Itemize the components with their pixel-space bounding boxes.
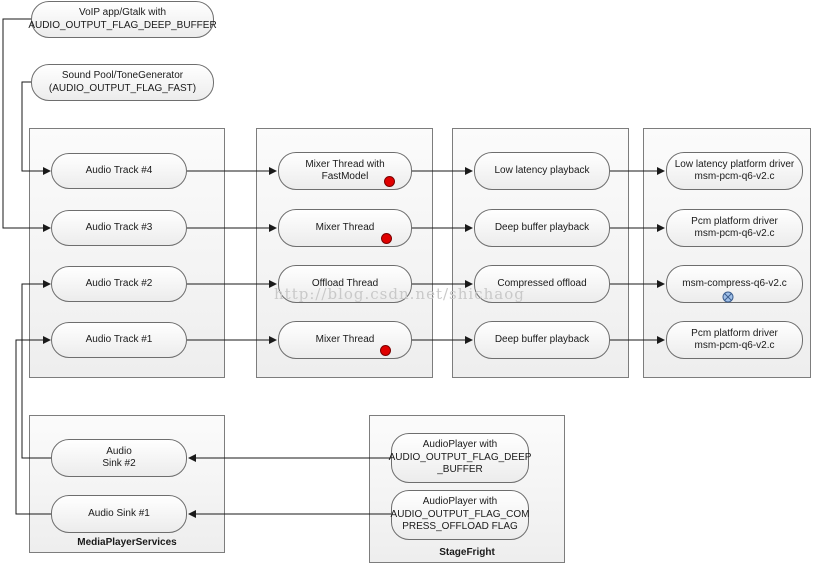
offload-thread-label: Offload Thread	[311, 277, 379, 289]
audio-track-4-label: Audio Track #4	[85, 164, 153, 176]
mixer-thread-b-label: Mixer Thread	[315, 333, 375, 345]
pcm-platform-driver-a: Pcm platform driver msm-pcm-q6-v2.c	[666, 209, 803, 247]
audioplayer-deep-buffer-label: AudioPlayer with AUDIO_OUTPUT_FLAG_DEEP …	[388, 439, 532, 476]
mixer-thread-a-label: Mixer Thread	[315, 221, 375, 233]
deep-buffer-playback-b: Deep buffer playback	[474, 321, 610, 359]
watermark: http://blog.csdn.net/shichaog	[274, 285, 525, 303]
audio-sink-2: Audio Sink #2	[51, 439, 187, 477]
audio-sink-1-label: Audio Sink #1	[88, 507, 150, 519]
audio-track-1-label: Audio Track #1	[85, 333, 153, 345]
audio-track-2: Audio Track #2	[51, 266, 187, 302]
audioplayer-compress-offload: AudioPlayer with AUDIO_OUTPUT_FLAG_COM P…	[391, 490, 529, 540]
mixer-thread-b: Mixer Thread	[278, 321, 412, 359]
voip-gtalk-source-label: VoIP app/Gtalk with AUDIO_OUTPUT_FLAG_DE…	[28, 7, 217, 31]
sink2-to-track2-line	[21, 280, 51, 459]
audio-sink-1: Audio Sink #1	[51, 495, 187, 533]
audio-track-3-label: Audio Track #3	[85, 221, 153, 233]
soundpool-source-label: Sound Pool/ToneGenerator (AUDIO_OUTPUT_F…	[48, 70, 197, 94]
audio-track-2-label: Audio Track #2	[85, 277, 153, 289]
deep-buffer-playback-a-label: Deep buffer playback	[494, 221, 590, 233]
active-indicator-dot	[384, 176, 395, 187]
media-player-services-label: MediaPlayerServices	[77, 537, 177, 548]
msm-compress-driver: msm-compress-q6-v2.c	[666, 265, 803, 303]
audio-sink-2-label: Audio Sink #2	[102, 445, 136, 470]
active-indicator-dot	[381, 233, 392, 244]
source-soundpool-to-track4-line	[21, 81, 51, 175]
deep-buffer-playback-a: Deep buffer playback	[474, 209, 610, 247]
sink1-to-track1-line	[15, 336, 51, 515]
deep-buffer-playback-b-label: Deep buffer playback	[494, 333, 590, 345]
low-latency-platform-driver: Low latency platform driver msm-pcm-q6-v…	[666, 152, 803, 190]
pcm-platform-driver-b: Pcm platform driver msm-pcm-q6-v2.c	[666, 321, 803, 359]
compressed-offload-label: Compressed offload	[497, 277, 587, 289]
mixer-thread-fastmodel-label: Mixer Thread with FastModel	[305, 158, 385, 183]
unused-indicator-icon	[722, 291, 734, 303]
audioplayer-deep-buffer: AudioPlayer with AUDIO_OUTPUT_FLAG_DEEP …	[388, 433, 532, 483]
audio-track-4: Audio Track #4	[51, 153, 187, 189]
audio-track-3: Audio Track #3	[51, 210, 187, 246]
soundpool-tonegenerator-source: Sound Pool/ToneGenerator (AUDIO_OUTPUT_F…	[31, 64, 214, 101]
pcm-driver-b-label: Pcm platform driver msm-pcm-q6-v2.c	[691, 327, 778, 352]
active-indicator-dot	[380, 345, 391, 356]
audio-track-1: Audio Track #1	[51, 322, 187, 358]
compressed-offload: Compressed offload	[474, 265, 610, 303]
stagefright-label: StageFright	[439, 547, 495, 558]
low-latency-playback: Low latency playback	[474, 152, 610, 190]
mixer-thread-a: Mixer Thread	[278, 209, 412, 247]
pcm-driver-a-label: Pcm platform driver msm-pcm-q6-v2.c	[691, 215, 778, 240]
source-voip-to-track3-line	[2, 18, 51, 232]
voip-gtalk-source: VoIP app/Gtalk with AUDIO_OUTPUT_FLAG_DE…	[28, 1, 217, 38]
offload-thread: Offload Thread	[278, 265, 412, 303]
audioplayer-compress-offload-label: AudioPlayer with AUDIO_OUTPUT_FLAG_COM P…	[390, 496, 530, 533]
low-latency-driver-label: Low latency platform driver msm-pcm-q6-v…	[674, 158, 795, 183]
msm-compress-driver-label: msm-compress-q6-v2.c	[682, 277, 787, 289]
low-latency-playback-label: Low latency playback	[494, 164, 590, 176]
